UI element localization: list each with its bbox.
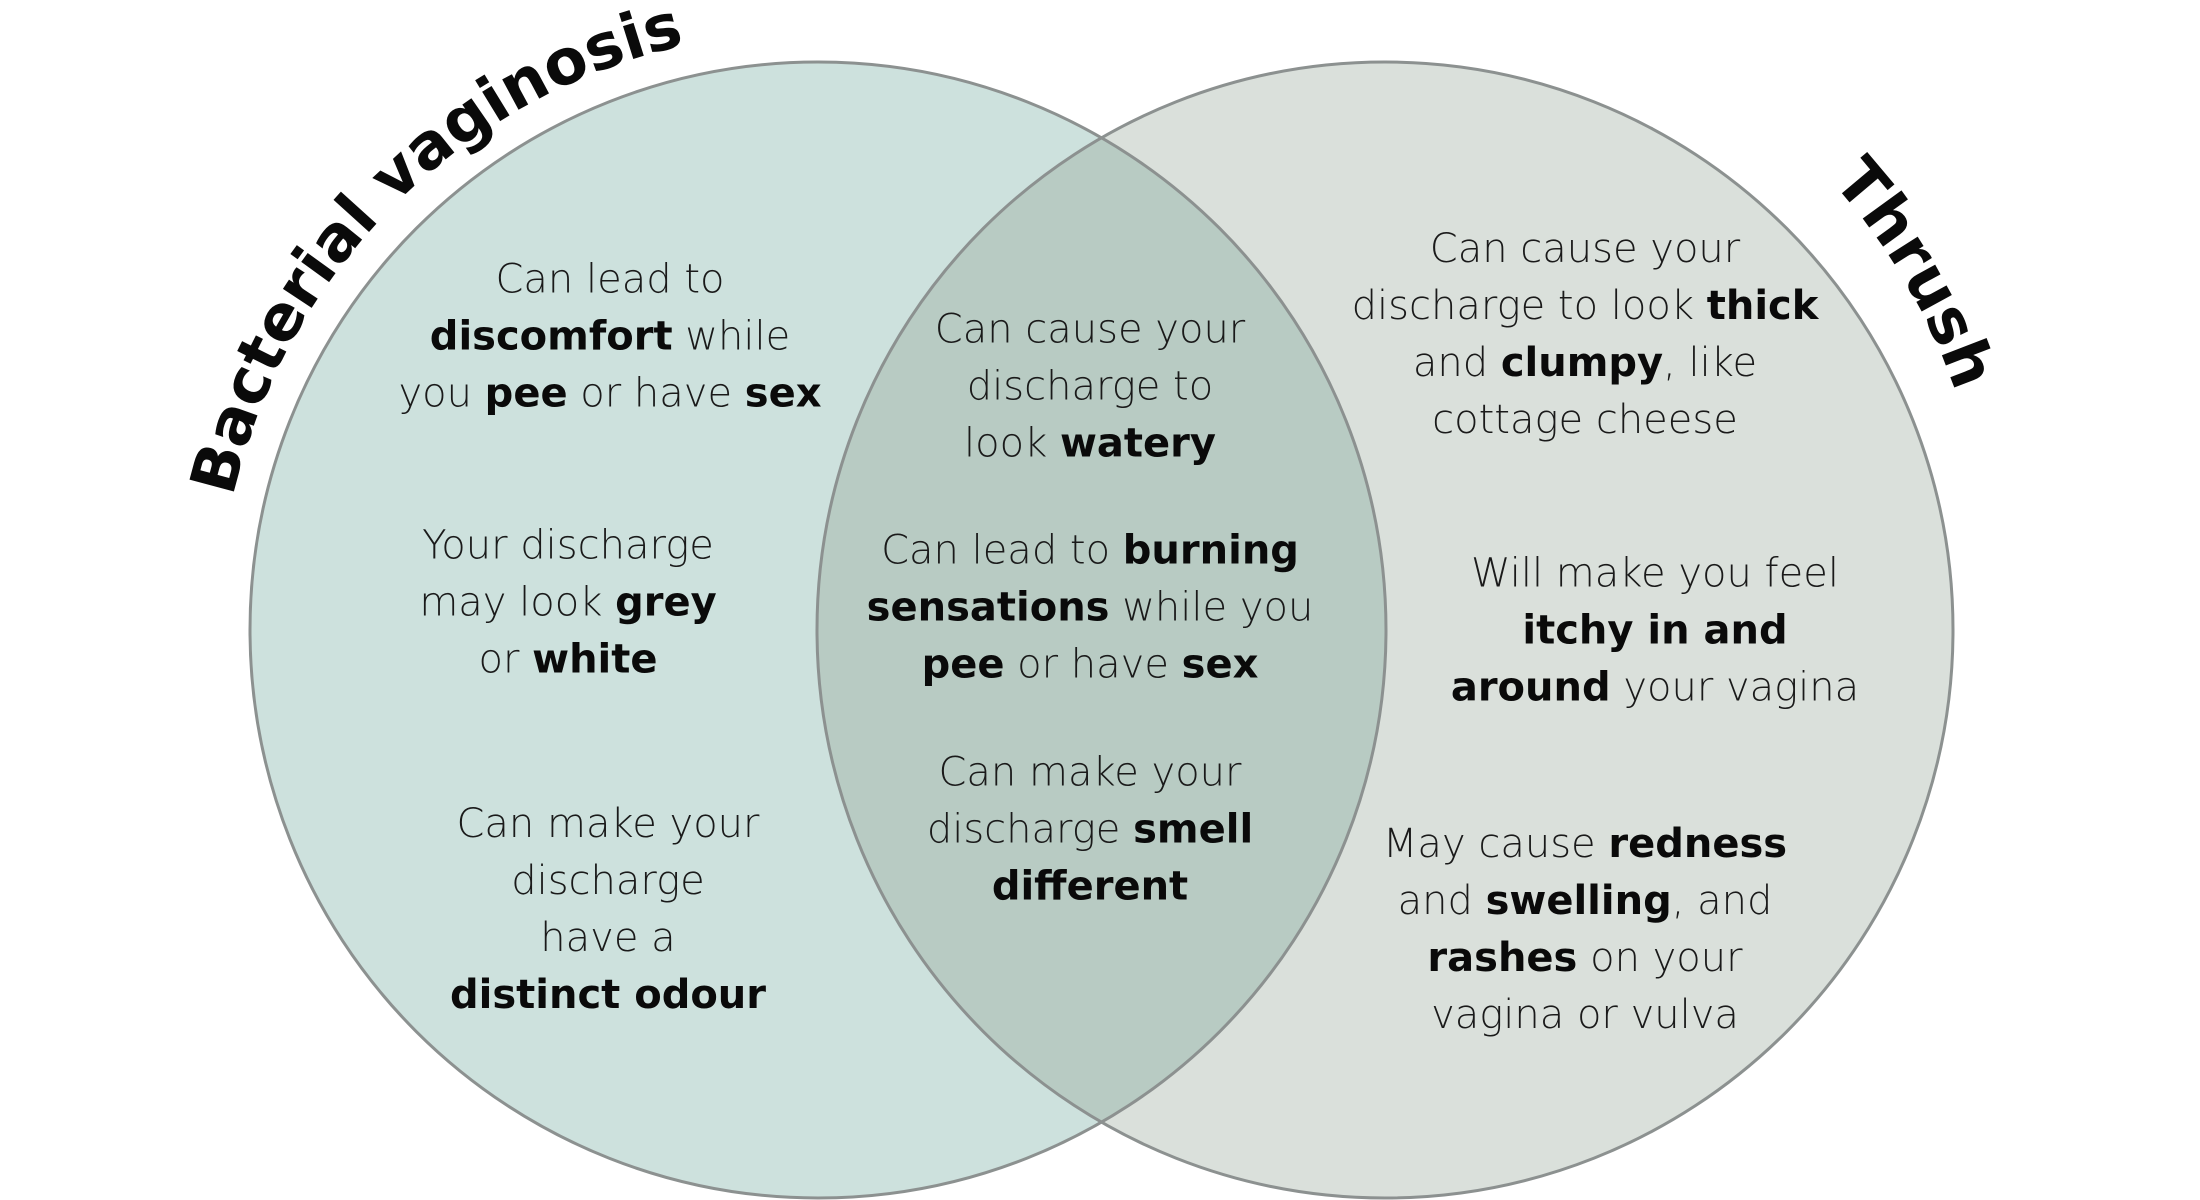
fact-line: discharge smell bbox=[927, 802, 1253, 859]
fact-text: Can make your bbox=[456, 801, 760, 847]
fact-emphasis: white bbox=[532, 636, 658, 683]
fact-text: , like bbox=[1663, 340, 1758, 386]
fact-line: look watery bbox=[935, 416, 1245, 473]
fact-line: around your vagina bbox=[1451, 660, 1859, 717]
fact-line: Can cause your bbox=[935, 302, 1245, 359]
fact-line: sensations while you bbox=[867, 580, 1314, 637]
fact-emphasis: different bbox=[991, 863, 1189, 910]
fact-line: Can make your bbox=[450, 796, 766, 853]
fact-emphasis: pee bbox=[921, 641, 1005, 688]
fact-emphasis: distinct odour bbox=[449, 972, 767, 1018]
overlap-fact: Can cause your discharge to look watery bbox=[935, 302, 1245, 473]
fact-text: and bbox=[1397, 878, 1486, 924]
fact-line: Can lead to bbox=[398, 252, 821, 309]
fact-text: Can make your bbox=[938, 749, 1242, 796]
fact-line: discharge to look thick bbox=[1352, 278, 1819, 335]
fact-emphasis: discomfort bbox=[429, 313, 673, 360]
fact-text: Your discharge bbox=[422, 522, 714, 569]
fact-text: , and bbox=[1671, 878, 1773, 924]
fact-line: Can make your bbox=[927, 745, 1253, 802]
fact-text: discharge to look bbox=[1351, 283, 1707, 329]
fact-text: while bbox=[672, 313, 791, 360]
fact-line: rashes on your bbox=[1383, 930, 1787, 987]
fact-text: your vagina bbox=[1610, 664, 1860, 711]
fact-line: and swelling, and bbox=[1383, 873, 1787, 930]
fact-line: have a bbox=[450, 910, 766, 967]
fact-emphasis: sex bbox=[744, 370, 822, 417]
fact-text: look bbox=[964, 420, 1060, 467]
fact-line: distinct odour bbox=[450, 967, 766, 1024]
fact-emphasis: thick bbox=[1706, 283, 1819, 329]
fact-line: Can cause your bbox=[1352, 221, 1819, 278]
fact-line: vagina or vulva bbox=[1383, 987, 1787, 1044]
fact-emphasis: clumpy bbox=[1500, 340, 1664, 386]
fact-text: may look bbox=[419, 579, 616, 626]
fact-text: May cause bbox=[1382, 821, 1609, 867]
fact-line: discharge bbox=[450, 853, 766, 910]
fact-line: itchy in and bbox=[1451, 603, 1859, 660]
fact-text: vagina or vulva bbox=[1431, 992, 1739, 1038]
fact-text: Can cause your bbox=[1429, 226, 1741, 272]
fact-emphasis: sex bbox=[1181, 641, 1259, 688]
fact-text: or bbox=[478, 636, 533, 683]
fact-line: pee or have sex bbox=[867, 637, 1314, 694]
fact-line: you pee or have sex bbox=[398, 366, 821, 423]
fact-text: or have bbox=[1004, 641, 1182, 688]
fact-text: Can lead to bbox=[881, 527, 1123, 574]
left-fact: Can make your discharge have a distinct odo… bbox=[450, 796, 766, 1024]
fact-line: may look grey bbox=[419, 575, 716, 632]
left-set-outline bbox=[248, 60, 1388, 1200]
fact-line: May cause redness bbox=[1383, 816, 1787, 873]
fact-text: have a bbox=[540, 915, 676, 961]
fact-emphasis: redness bbox=[1608, 821, 1788, 867]
fact-text: Can lead to bbox=[495, 256, 725, 303]
right-fact: Will make you feel itchy in and around you… bbox=[1451, 546, 1859, 717]
fact-text: Can cause your bbox=[934, 306, 1246, 353]
fact-emphasis: burning bbox=[1122, 527, 1299, 574]
fact-text: discharge bbox=[511, 858, 705, 904]
fact-text: on your bbox=[1577, 935, 1743, 981]
fact-emphasis: sensations bbox=[866, 584, 1110, 631]
fact-emphasis: around bbox=[1450, 664, 1611, 711]
fact-line: different bbox=[927, 859, 1253, 916]
fact-line: Can lead to burning bbox=[867, 523, 1314, 580]
fact-text: and bbox=[1412, 340, 1501, 386]
fact-text: while you bbox=[1109, 584, 1314, 631]
fact-text: cottage cheese bbox=[1432, 397, 1738, 443]
fact-emphasis: pee bbox=[484, 370, 568, 417]
fact-text: Will make you feel bbox=[1471, 550, 1839, 597]
fact-text: discharge to bbox=[966, 363, 1214, 410]
fact-emphasis: watery bbox=[1059, 420, 1216, 467]
fact-text: or have bbox=[567, 370, 745, 417]
fact-text: discharge bbox=[926, 806, 1134, 853]
fact-line: Will make you feel bbox=[1451, 546, 1859, 603]
fact-line: or white bbox=[419, 632, 716, 689]
fact-emphasis: smell bbox=[1133, 806, 1254, 853]
fact-emphasis: rashes bbox=[1427, 935, 1578, 981]
fact-text: you bbox=[398, 370, 485, 417]
fact-line: discharge to bbox=[935, 359, 1245, 416]
fact-emphasis: swelling bbox=[1485, 878, 1672, 924]
right-set-outline bbox=[815, 60, 1955, 1200]
fact-line: discomfort while bbox=[398, 309, 821, 366]
fact-line: Your discharge bbox=[419, 518, 716, 575]
fact-emphasis: grey bbox=[615, 579, 717, 626]
fact-emphasis: itchy in and bbox=[1522, 607, 1788, 654]
fact-line: cottage cheese bbox=[1352, 392, 1819, 449]
fact-line: and clumpy, like bbox=[1352, 335, 1819, 392]
